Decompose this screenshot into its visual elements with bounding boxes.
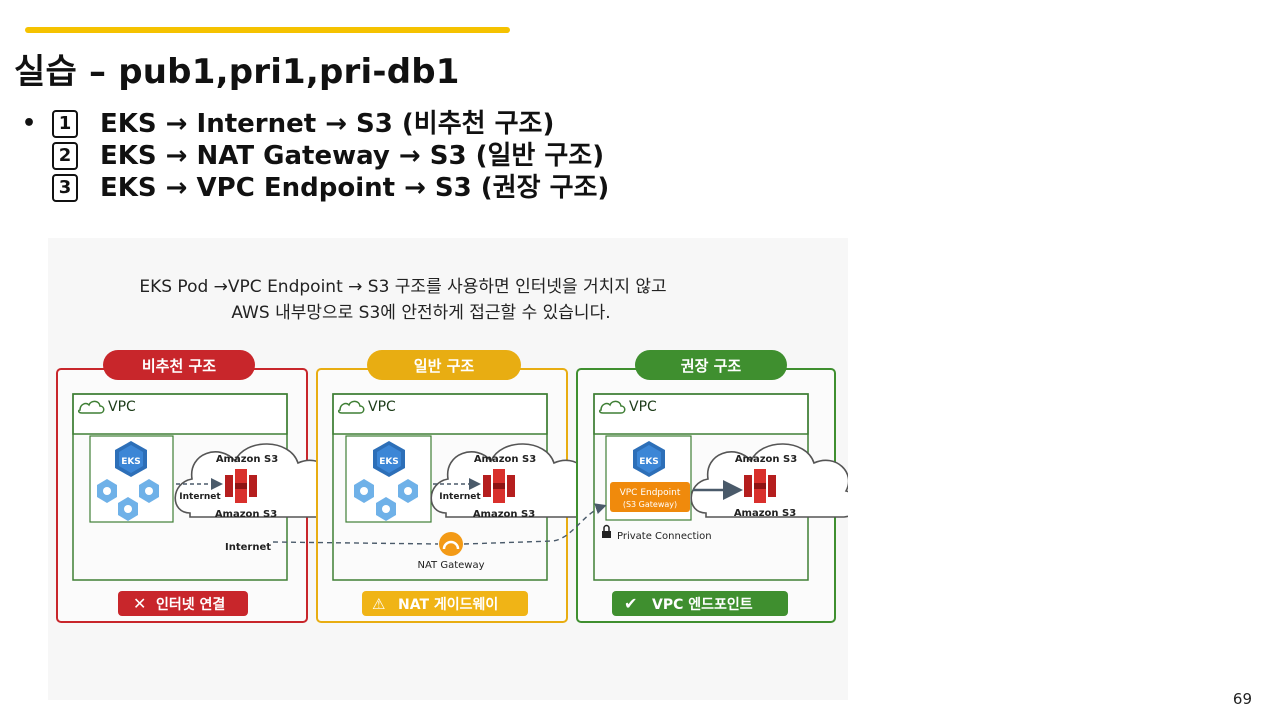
arrow-label: Internet — [439, 492, 481, 502]
private-connection-label: Private Connection — [617, 531, 712, 542]
bullet-item: • 1 EKS → Internet → S3 (비추천 구조) — [22, 108, 609, 140]
bullet-text: EKS → VPC Endpoint → S3 (권장 구조) — [100, 173, 610, 203]
panel-general: 일반 구조 VPC EKS Amazon S3 Amazon S3 Intern… — [316, 350, 601, 623]
svg-text:(S3 Gateway): (S3 Gateway) — [623, 500, 677, 509]
check-icon: ✔ — [624, 594, 637, 613]
svg-text:VPC Endpoint: VPC Endpoint — [620, 488, 681, 498]
figure-caption-line1: EKS Pod →VPC Endpoint → S3 구조를 사용하면 인터넷을… — [139, 277, 666, 297]
accent-bar — [25, 27, 510, 33]
bullet-text: EKS → NAT Gateway → S3 (일반 구조) — [100, 141, 605, 171]
badge-not-recommended — [103, 350, 255, 380]
bullet-item: 3 EKS → VPC Endpoint → S3 (권장 구조) — [22, 172, 609, 204]
vpc-label: VPC — [108, 399, 136, 415]
page-number: 69 — [1232, 690, 1252, 708]
nat-label: NAT Gateway — [417, 560, 484, 571]
lock-icon — [602, 531, 611, 538]
bullet-item: 2 EKS → NAT Gateway → S3 (일반 구조) — [22, 140, 609, 172]
connection-line — [272, 506, 604, 545]
x-icon: ✕ — [133, 594, 146, 613]
svg-text:Amazon S3: Amazon S3 — [734, 508, 796, 519]
badge-label: 권장 구조 — [681, 357, 742, 375]
badge-label: 일반 구조 — [414, 357, 475, 375]
svg-text:Amazon S3: Amazon S3 — [735, 454, 797, 465]
slide-title: 실습 – pub1,pri1,pri-db1 — [14, 52, 460, 92]
arrow-label: Internet — [179, 492, 221, 502]
svg-text:Amazon S3: Amazon S3 — [215, 509, 277, 520]
footer-badge — [612, 591, 788, 616]
number-badge: 1 — [52, 110, 78, 138]
internet-label: Internet — [225, 542, 271, 553]
cloud-icon — [598, 400, 626, 414]
svg-text:EKS: EKS — [639, 457, 659, 467]
svg-text:Amazon S3: Amazon S3 — [216, 454, 278, 465]
bullet-list: • 1 EKS → Internet → S3 (비추천 구조) 2 EKS →… — [22, 108, 609, 204]
bullet-text: EKS → Internet → S3 (비추천 구조) — [100, 109, 555, 139]
cloud-icon — [77, 400, 105, 414]
panel-recommended: 권장 구조 VPC EKS VPC Endpoint (S3 Gateway) … — [576, 350, 848, 623]
diagram-canvas: EKS Pod →VPC Endpoint → S3 구조를 사용하면 인터넷을… — [56, 277, 848, 623]
warning-icon: ⚠ — [372, 595, 385, 613]
architecture-diagram: EKS Pod →VPC Endpoint → S3 구조를 사용하면 인터넷을… — [48, 238, 848, 700]
cloud-icon — [337, 400, 365, 414]
nat-gateway-icon — [439, 532, 463, 556]
panel-not-recommended: 비추천 구조 VPC EKS Amazon S3 Amazon S3 Inter… — [56, 350, 345, 623]
svg-text:VPC 엔드포인트: VPC 엔드포인트 — [652, 596, 753, 613]
number-badge: 3 — [52, 174, 78, 202]
vpc-label: VPC — [368, 399, 396, 415]
svg-text:EKS: EKS — [379, 457, 399, 467]
figure-caption-line2: AWS 내부망으로 S3에 안전하게 접근할 수 있습니다. — [231, 303, 610, 323]
vpc-endpoint-box — [610, 482, 690, 512]
badge-general — [367, 350, 521, 380]
svg-text:인터넷 연결: 인터넷 연결 — [156, 596, 225, 613]
badge-label: 비추천 구조 — [142, 357, 216, 375]
bullet-marker: • — [22, 111, 37, 136]
badge-recommended — [635, 350, 787, 380]
svg-text:Amazon S3: Amazon S3 — [474, 454, 536, 465]
number-badge: 2 — [52, 142, 78, 170]
svg-text:NAT 게이드웨이: NAT 게이드웨이 — [398, 596, 498, 613]
svg-text:EKS: EKS — [121, 457, 141, 467]
footer-badge — [362, 591, 528, 616]
svg-text:Amazon S3: Amazon S3 — [473, 509, 535, 520]
vpc-label: VPC — [629, 399, 657, 415]
footer-badge — [118, 591, 248, 616]
